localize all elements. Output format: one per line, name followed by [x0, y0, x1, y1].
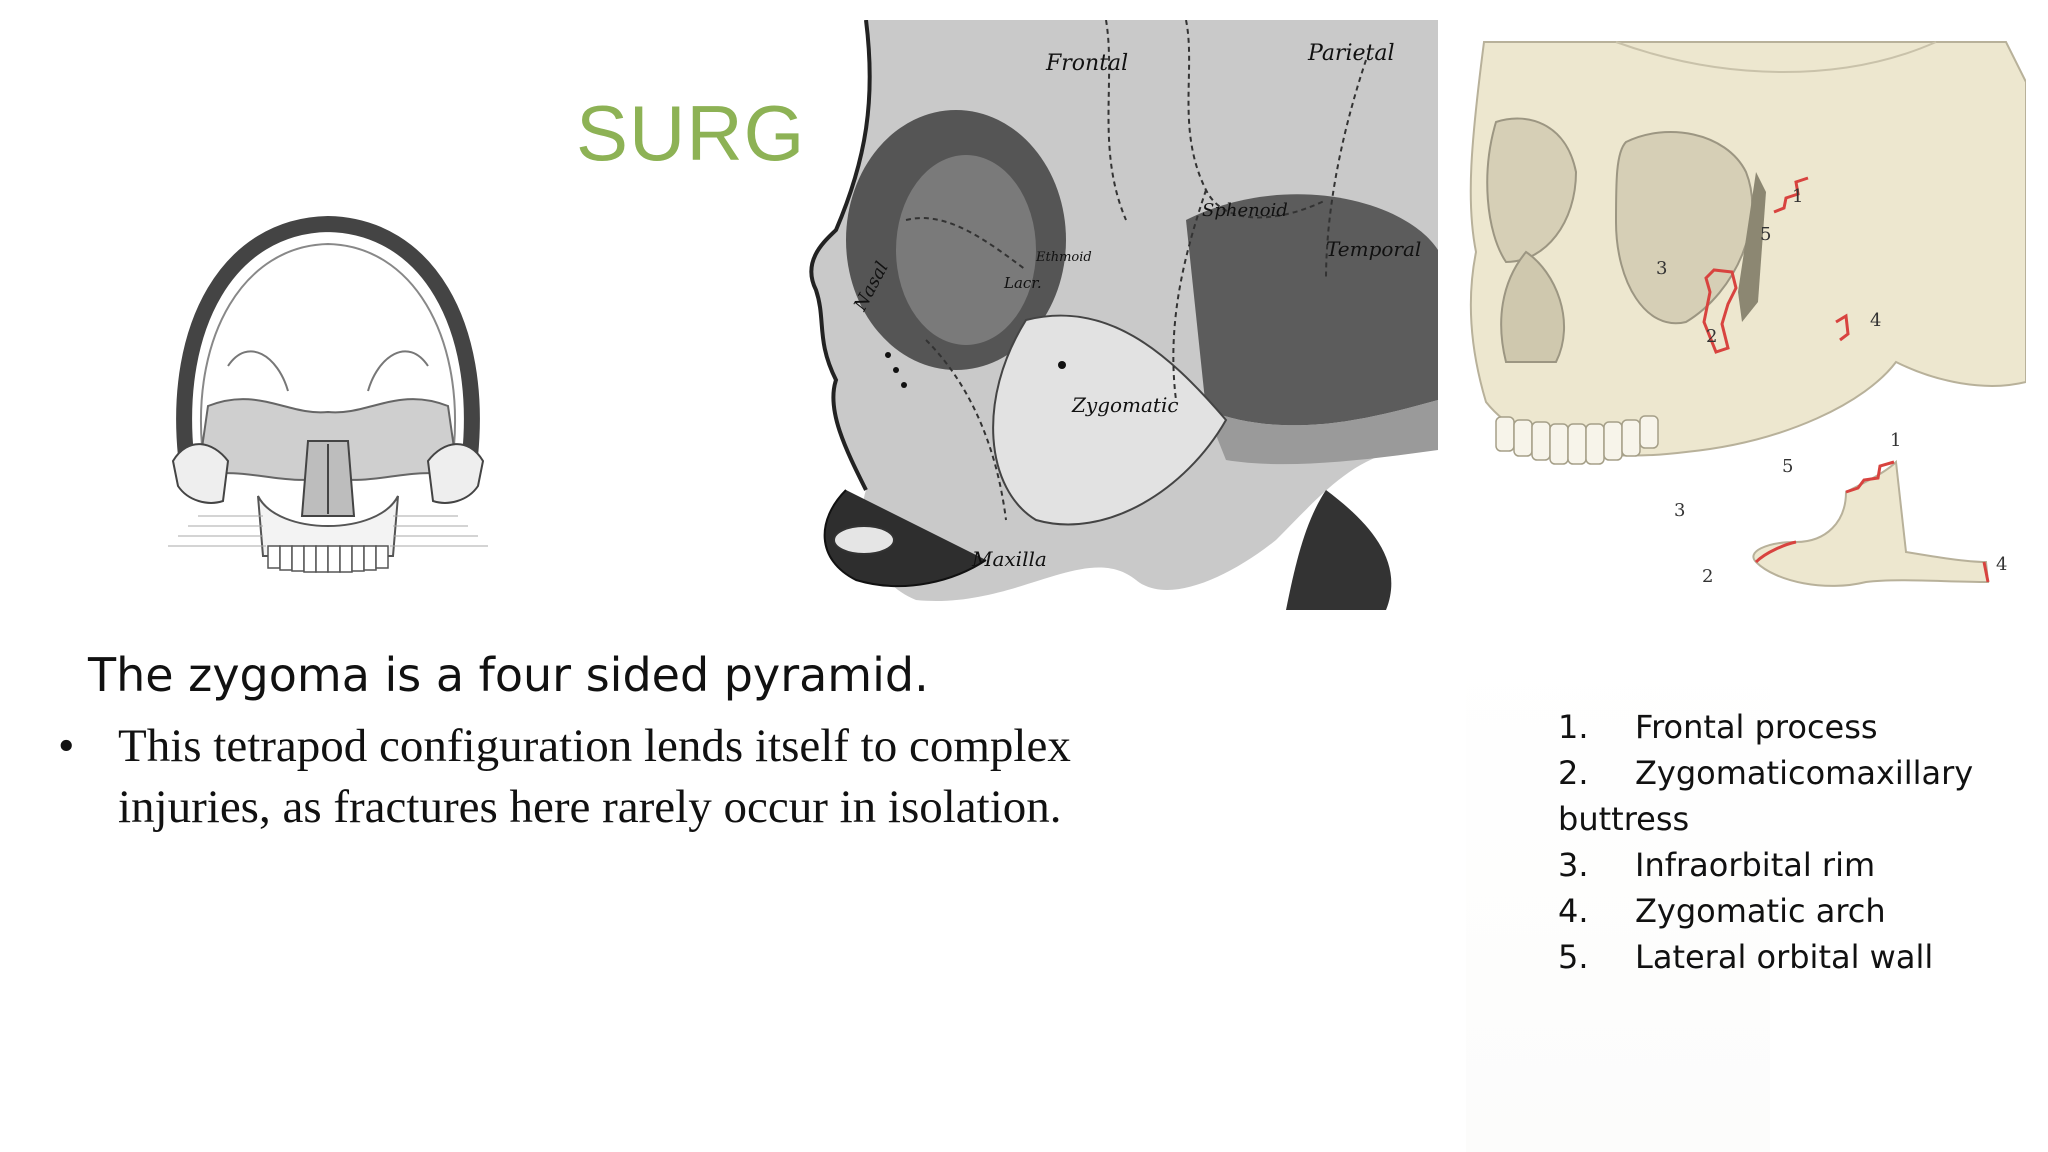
- label-maxilla: Maxilla: [971, 547, 1047, 571]
- legend-label: Frontal process: [1635, 708, 1878, 746]
- legend-item: 5. Lateral orbital wall: [1558, 934, 2028, 980]
- lateral-skull-illustration: Frontal Parietal Sphenoid Temporal Ethmo…: [806, 19, 1438, 612]
- diagram-number-2-detail: 2: [1702, 566, 1713, 587]
- legend-label: Infraorbital rim: [1635, 846, 1876, 884]
- buttress-legend: 1. Frontal process 2. Zygomaticomaxillar…: [1558, 704, 2028, 980]
- lateral-skull-drawing: Frontal Parietal Sphenoid Temporal Ethmo…: [806, 19, 1438, 612]
- label-frontal: Frontal: [1045, 51, 1128, 76]
- zygoma-buttress-drawing: 1 2 3 4 5 1 2 3 4 5: [1466, 22, 2027, 612]
- label-lacrimal: Lacr.: [1003, 274, 1042, 292]
- legend-item: 3. Infraorbital rim: [1558, 842, 2028, 888]
- zygoma-buttress-diagram: 1 2 3 4 5 1 2 3 4 5: [1466, 22, 2027, 612]
- legend-label: Zygomatic arch: [1635, 892, 1886, 930]
- frontal-skull-drawing: [168, 215, 488, 576]
- slide-title: SURGI: [576, 89, 829, 177]
- bullet-item: • This tetrapod configuration lends itse…: [56, 716, 1116, 838]
- legend-number: 4.: [1558, 892, 1589, 930]
- legend-label: Zygomaticomaxillary: [1635, 754, 1974, 792]
- legend-label: Lateral orbital wall: [1635, 938, 1934, 976]
- legend-item: 1. Frontal process: [1558, 704, 2028, 750]
- bullet-marker: •: [58, 720, 75, 772]
- label-parietal: Parietal: [1307, 41, 1395, 66]
- diagram-number-5: 5: [1760, 224, 1771, 245]
- label-ethmoid: Ethmoid: [1035, 250, 1092, 265]
- diagram-background: [1466, 640, 1770, 1152]
- legend-label-continued: buttress: [1558, 800, 1690, 838]
- label-sphenoid: Sphenoid: [1202, 200, 1288, 221]
- diagram-number-3-detail: 3: [1674, 500, 1685, 521]
- legend-number: 3.: [1558, 846, 1589, 884]
- label-temporal: Temporal: [1326, 237, 1421, 261]
- bullet-text: This tetrapod configuration lends itself…: [118, 720, 1071, 833]
- diagram-number-3: 3: [1656, 258, 1667, 279]
- frontal-skull-illustration: [168, 215, 488, 576]
- diagram-number-5-detail: 5: [1782, 456, 1793, 477]
- label-zygomatic: Zygomatic: [1071, 393, 1179, 417]
- legend-number: 2.: [1558, 754, 1589, 792]
- diagram-number-1: 1: [1792, 186, 1803, 207]
- legend-number: 1.: [1558, 708, 1589, 746]
- diagram-number-4-detail: 4: [1996, 554, 2007, 575]
- legend-item: 2. Zygomaticomaxillary buttress: [1558, 750, 2028, 842]
- diagram-number-2: 2: [1706, 326, 1717, 347]
- legend-item: 4. Zygomatic arch: [1558, 888, 2028, 934]
- bullet-list: • This tetrapod configuration lends itse…: [56, 716, 1116, 838]
- diagram-number-4: 4: [1870, 310, 1881, 331]
- legend-number: 5.: [1558, 938, 1589, 976]
- lead-statement: The zygoma is a four sided pyramid.: [88, 648, 929, 702]
- diagram-number-1-detail: 1: [1890, 430, 1901, 451]
